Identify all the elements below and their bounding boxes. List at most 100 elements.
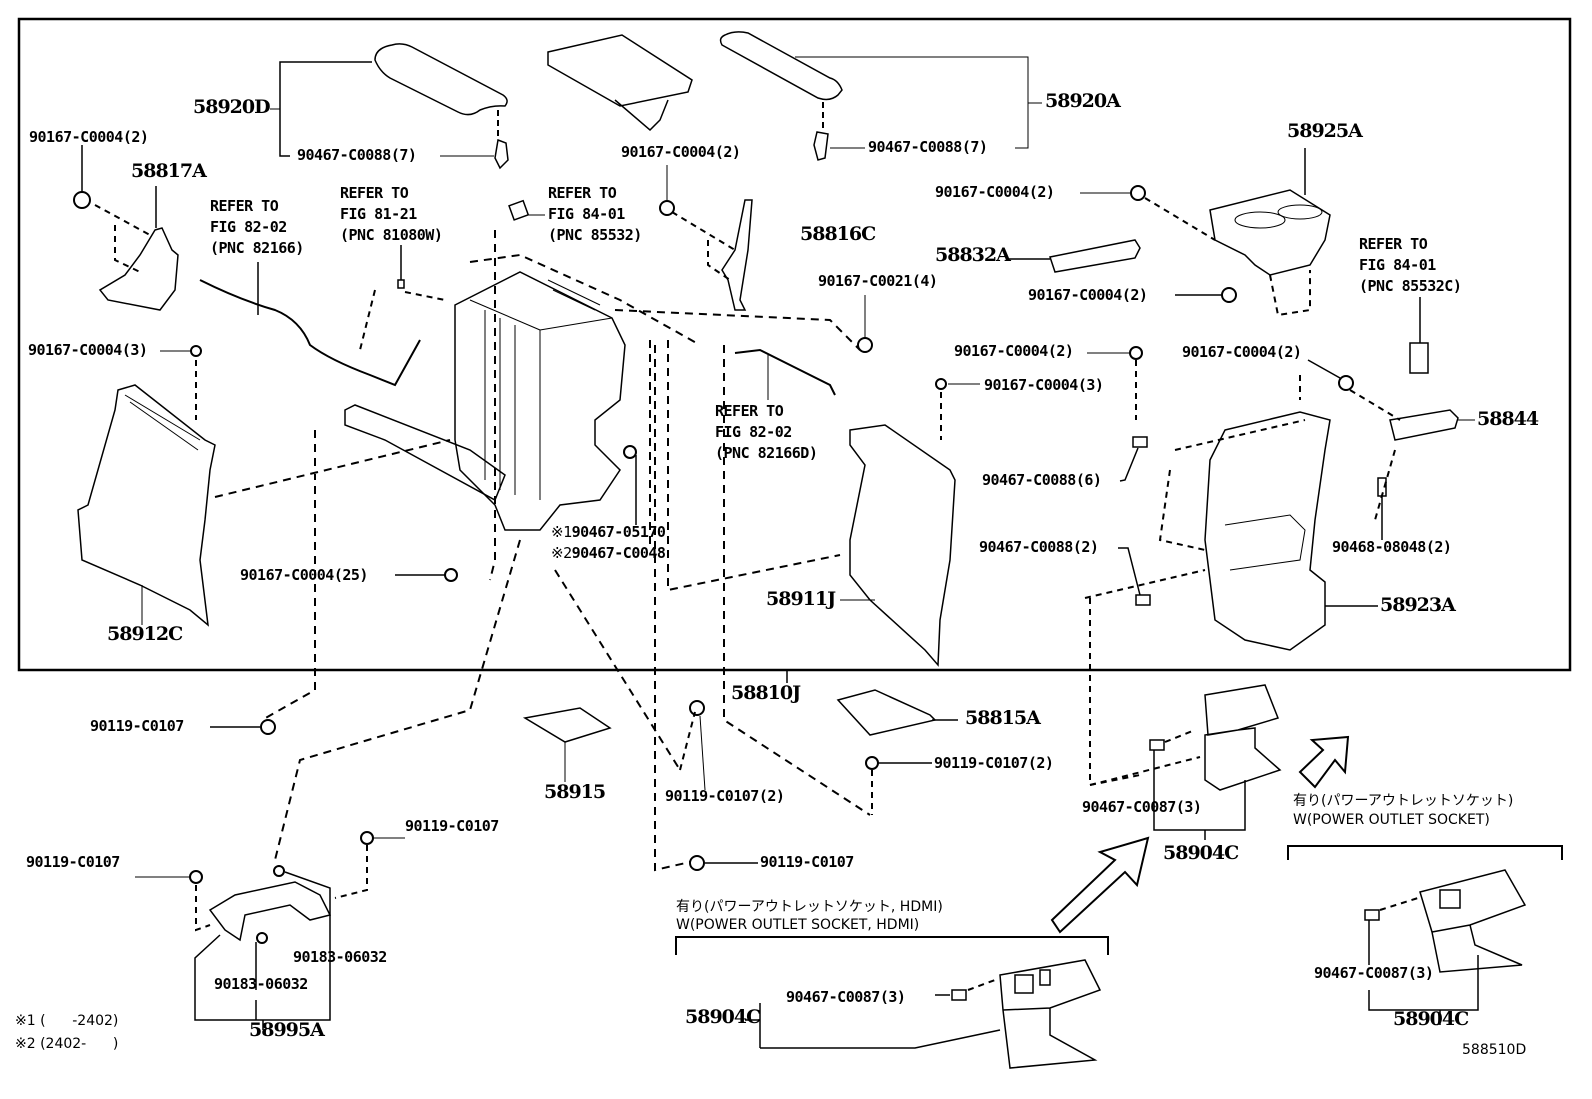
variant-label-hdmi-en: W(POWER OUTLET SOCKET, HDMI) [676,917,920,933]
socket-panel-hdmi [999,959,1102,1069]
fastener-label: 90467-05170 [571,523,666,541]
fastener-label[interactable]: 90119-C0107(2) [665,787,785,805]
fastener-label[interactable]: 90119-C0107 [26,853,120,871]
screw-icon [190,345,202,357]
part-label-58844[interactable]: 58844 [1477,408,1539,430]
side-panel-58911J [849,424,956,667]
rear-panel-58923A [1204,411,1331,651]
wire-harness-82166D [734,348,836,396]
screw-icon [189,870,203,884]
fastener-label[interactable]: 90467-C0088(6) [982,471,1102,489]
clip-icon [951,989,967,1001]
screw-icon [689,855,705,871]
bracket-58817A [98,227,179,311]
reference-note-82166[interactable]: REFER TO FIG 82-02 (PNC 82166) [210,197,304,257]
cover-58815A [836,689,937,736]
part-label-58925A[interactable]: 58925A [1287,120,1363,142]
fastener-label[interactable]: 90467-C0088(2) [979,538,1099,556]
mat-58915 [522,707,612,743]
note-fastener-label-2[interactable]: ※290467-C0048 [551,544,666,562]
screw-icon [1130,185,1146,201]
part-label-58904C[interactable]: 58904C [685,1006,761,1028]
fastener-label[interactable]: 90467-C0087(3) [1082,798,1202,816]
fastener-label[interactable]: 90467-C0088(7) [297,146,417,164]
console-body-58810J [454,271,626,531]
part-label-58915[interactable]: 58915 [544,781,606,803]
fastener-label[interactable]: 90167-C0004(2) [954,342,1074,360]
fastener-label[interactable]: 90467-C0088(7) [868,138,988,156]
armrest-lid-58920A [719,31,843,101]
screw-icon [73,191,91,209]
part-label-58810J[interactable]: 58810J [731,682,801,704]
fastener-label[interactable]: 90167-C0004(2) [29,128,149,146]
part-label-58911J[interactable]: 58911J [766,588,836,610]
clip-icon [1149,739,1165,751]
fastener-label[interactable]: 90167-C0004(3) [28,341,148,359]
fastener-label[interactable]: 90467-C0087(3) [786,988,906,1006]
note-mark-1: ※1 [551,523,572,541]
side-panel-58912C [77,384,216,627]
nut-icon [273,865,285,877]
part-label-58904C[interactable]: 58904C [1393,1008,1469,1030]
reference-note-85532[interactable]: REFER TO FIG 84-01 (PNC 85532) [548,184,642,244]
reference-note-81080W[interactable]: REFER TO FIG 81-21 (PNC 81080W) [340,184,443,244]
fastener-label[interactable]: 90183-06032 [293,948,387,966]
assembly-frame [17,17,1572,672]
part-label-58817A[interactable]: 58817A [131,160,207,182]
screw-icon [444,568,458,582]
part-label-58816C[interactable]: 58816C [800,223,876,245]
part-label-58920A[interactable]: 58920A [1045,90,1121,112]
screw-icon [360,831,374,845]
part-label-58904C[interactable]: 58904C [1163,842,1239,864]
clip-icon [1132,436,1148,448]
bracket-58816C [721,199,753,311]
figure-code: 588510D [1462,1042,1527,1058]
fastener-label[interactable]: 90467-C0087(3) [1314,964,1434,982]
leader-58920D [279,61,372,157]
screw-icon [1129,346,1143,360]
fastener-label[interactable]: 90119-C0107 [760,853,854,871]
fastener-label[interactable]: 90119-C0107 [405,817,499,835]
variant-label-socket-en: W(POWER OUTLET SOCKET) [1293,812,1490,828]
screw-icon [659,200,675,216]
part-label-58920D[interactable]: 58920D [193,96,271,118]
variant-bracket-hdmi [675,936,1109,955]
fastener-label[interactable]: 90119-C0107 [90,717,184,735]
reference-note-82166D[interactable]: REFER TO FIG 82-02 (PNC 82166D) [715,402,818,462]
part-label-58815A[interactable]: 58815A [965,707,1041,729]
arrow-icon [1298,735,1350,789]
clip-icon [1135,594,1151,606]
fastener-label[interactable]: 90167-C0004(3) [984,376,1104,394]
console-rail [344,404,506,502]
part-label-58832A[interactable]: 58832A [935,244,1011,266]
reference-note-85532C[interactable]: REFER TO FIG 84-01 (PNC 85532C) [1359,235,1462,295]
fastener-label[interactable]: 90183-06032 [214,975,308,993]
screw-icon [935,378,947,390]
fastener-label[interactable]: 90167-C0021(4) [818,272,938,290]
wire-harness-82166 [199,279,421,387]
note-mark-2: ※2 [551,544,572,562]
fastener-label[interactable]: 90167-C0004(2) [935,183,1055,201]
socket-panel-58904C [1204,684,1282,791]
fastener-label[interactable]: 90167-C0004(2) [1028,286,1148,304]
part-label-58912C[interactable]: 58912C [107,623,183,645]
clip-icon [1364,909,1380,921]
switch-85532 [508,199,530,221]
part-label-58995A[interactable]: 58995A [249,1019,325,1041]
part-label-58923A[interactable]: 58923A [1380,594,1456,616]
screw-icon [689,700,705,716]
arrow-icon [1050,836,1150,934]
fastener-label[interactable]: 90167-C0004(25) [240,566,368,584]
fastener-label[interactable]: 90167-C0004(2) [1182,343,1302,361]
console-lid-center [547,34,693,132]
screw-icon [1338,375,1354,391]
clip-icon [494,138,509,170]
fastener-label[interactable]: 90468-08048(2) [1332,538,1452,556]
clip-icon [623,445,637,459]
fastener-label[interactable]: 90119-C0107(2) [934,754,1054,772]
bracket-58995A [208,881,332,942]
note-fastener-label-1[interactable]: ※190467-05170 [551,523,666,541]
socket-panel-socket [1419,869,1527,973]
nut-icon [256,932,268,944]
fastener-label[interactable]: 90167-C0004(2) [621,143,741,161]
